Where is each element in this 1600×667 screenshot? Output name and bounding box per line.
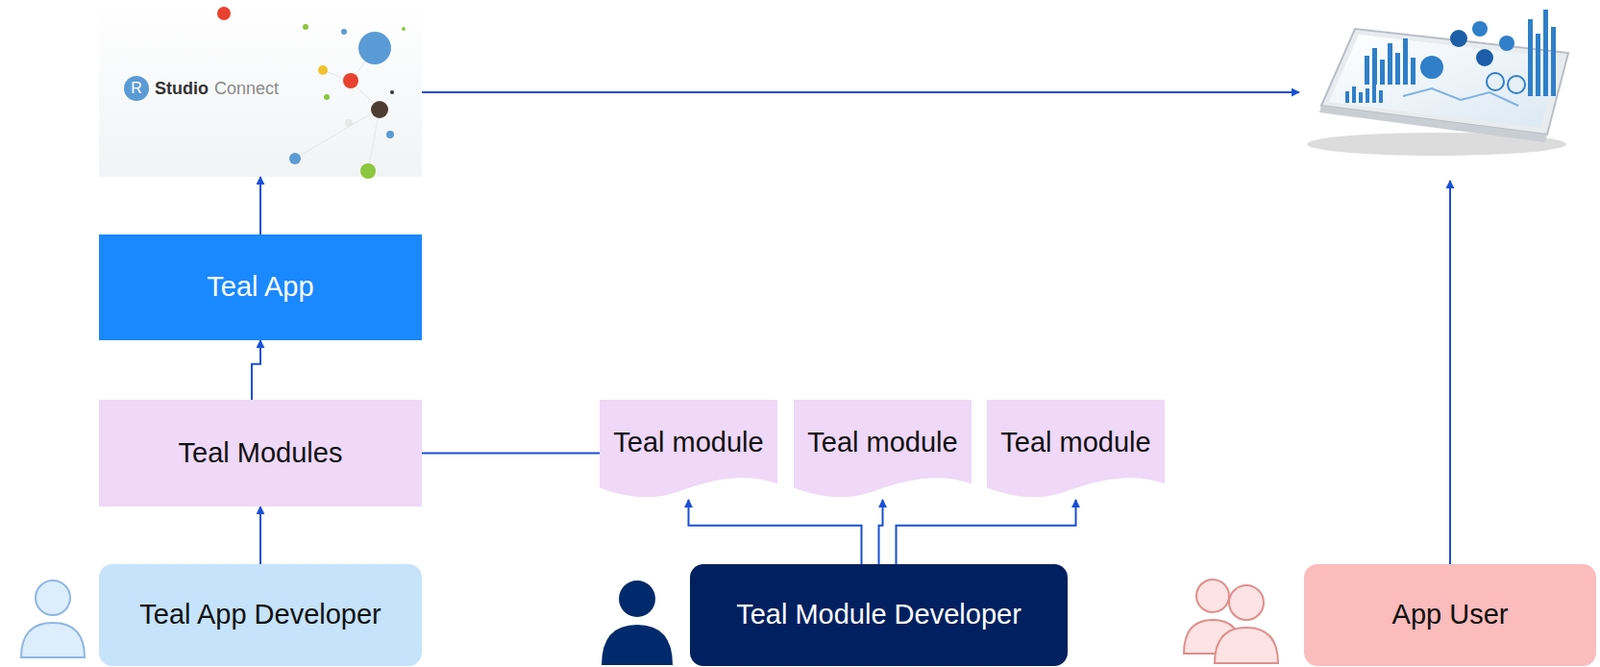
connector [251,340,261,400]
connector [259,176,262,235]
node-label: Teal module [613,424,764,461]
use-arrow [1449,180,1452,565]
app-user-icon [1183,579,1279,664]
node-label: Teal Module Developer [736,596,1022,633]
logo-word: Connect [214,78,279,99]
connector [879,499,884,565]
node-label: Teal Modules [178,435,344,471]
tablet-illustration [1306,9,1569,156]
module-doc: Teal module [599,399,778,500]
logo-box: RStudioConnect [98,0,422,177]
logo-panel [98,0,422,177]
role-box: Teal App Developer [98,564,422,666]
app-developer-icon [21,580,85,658]
connector [896,499,1077,565]
node-label: Teal App [206,269,314,305]
role-box: Teal Module Developer [689,564,1068,666]
connector [421,452,600,455]
module-doc: Teal module [793,399,972,500]
connector [689,499,862,565]
modules-box: Teal Modules [98,399,422,507]
node-label: Teal module [807,424,958,461]
app-box: Teal App [98,234,422,341]
node-label: Teal module [1000,424,1151,461]
connector [259,506,262,565]
role-box: App User [1304,564,1597,666]
node-label: App User [1392,596,1509,633]
publish-arrow [421,91,1300,94]
logo-word: Studio [154,78,209,99]
logo-mark: R [123,75,149,101]
node-label: Teal App Developer [139,596,382,633]
module-doc: Teal module [986,399,1165,500]
module-developer-icon [601,580,673,665]
